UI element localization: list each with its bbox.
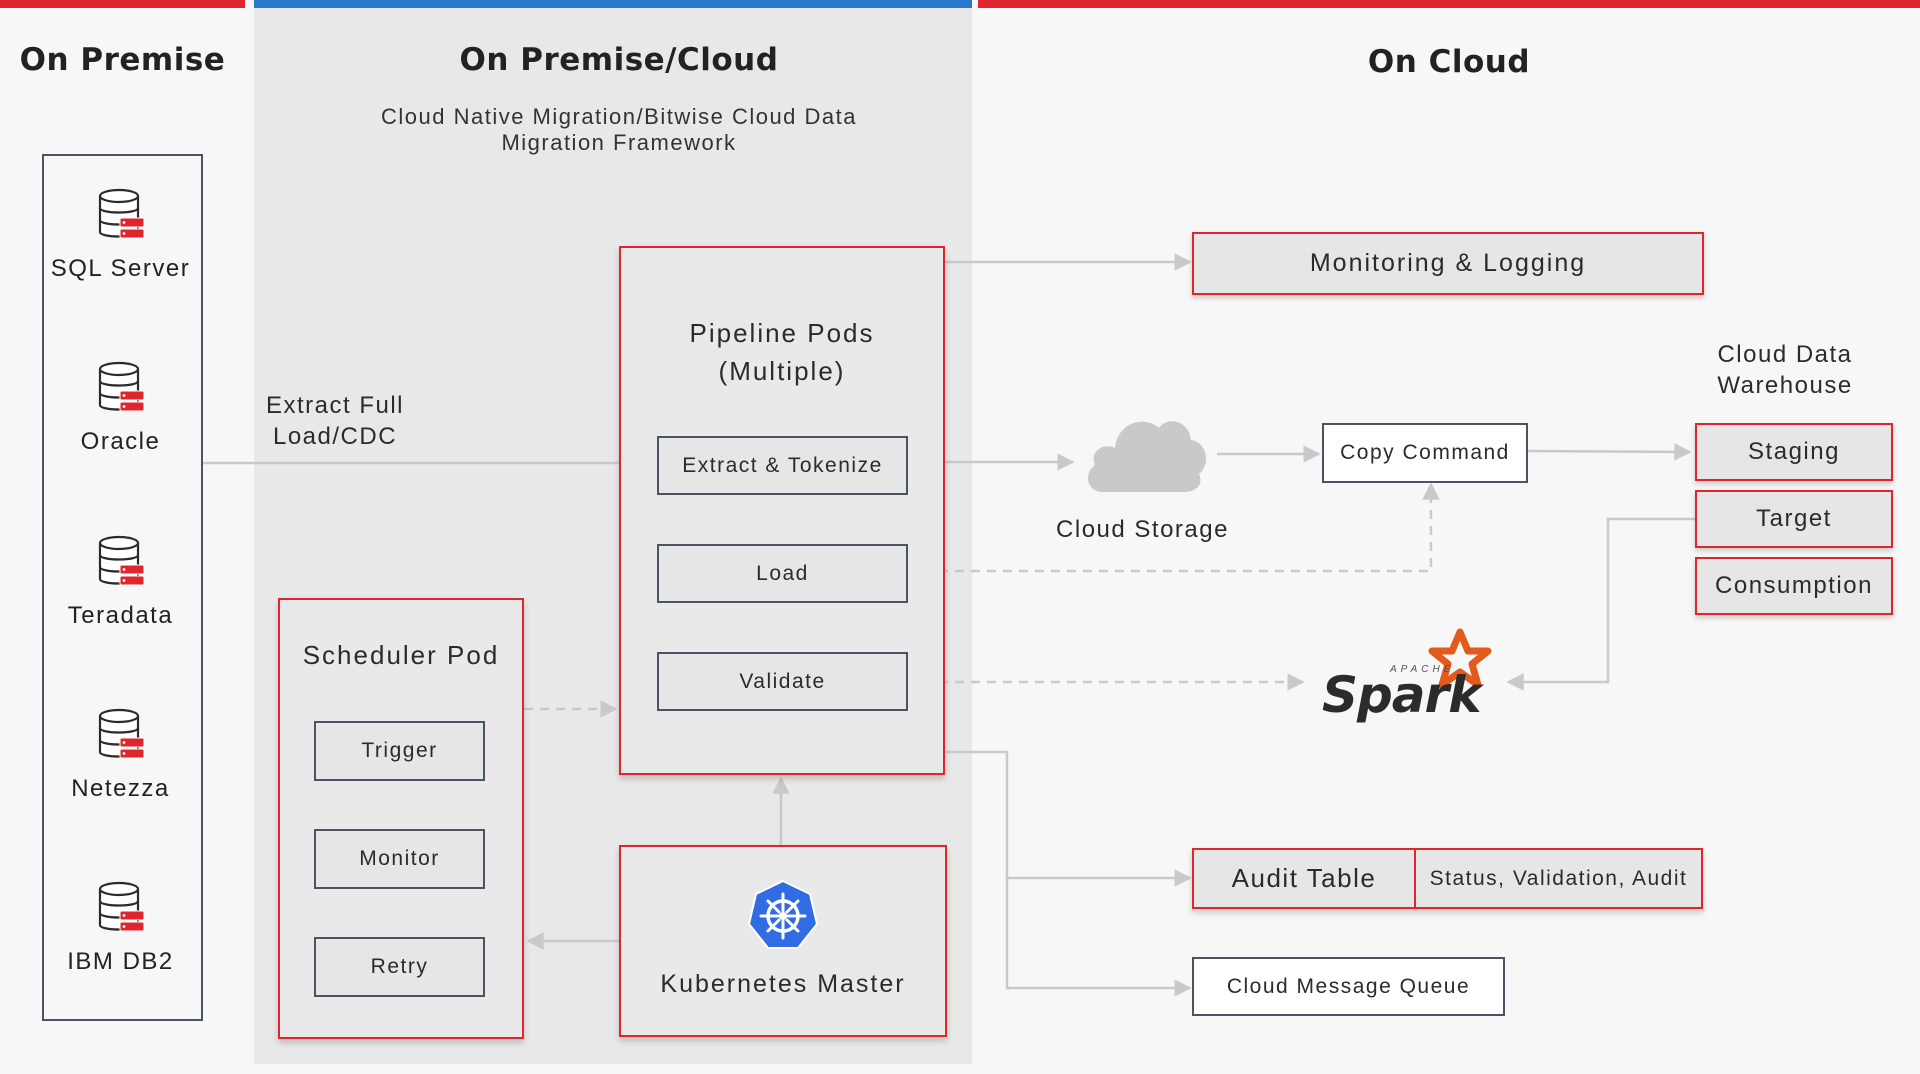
database-icon [98, 535, 144, 586]
audit-table-title: Audit Table [1231, 863, 1377, 893]
section-title-on-premise: On Premise [19, 42, 226, 78]
source-database-column [42, 154, 203, 1021]
scheduler-pod-title: Scheduler Pod [302, 640, 500, 670]
retry-step[interactable]: Retry [314, 937, 485, 997]
database-label: SQL Server [50, 255, 191, 282]
spark-star-icon [1428, 628, 1492, 689]
database-icon [98, 361, 144, 412]
arrow-audit [945, 750, 1192, 887]
database-item[interactable]: SQL Server [44, 188, 197, 283]
audit-table-box[interactable]: Audit Table Status, Validation, Audit [1192, 848, 1703, 909]
monitor-step[interactable]: Monitor [314, 829, 485, 889]
hybrid-subtitle-line2: Migration Framework [501, 130, 737, 155]
cloud-storage-label: Cloud Storage [1056, 516, 1229, 543]
cloud-storage-icon [1088, 421, 1206, 492]
consumption-layer[interactable]: Consumption [1695, 557, 1893, 615]
spark-logo: APACHE Spark [1318, 628, 1498, 728]
kubernetes-master-box[interactable]: Kubernetes Master [619, 845, 947, 1037]
kubernetes-master-title: Kubernetes Master [660, 970, 906, 998]
top-bar-on-premise [0, 0, 245, 8]
staging-layer[interactable]: Staging [1695, 423, 1893, 481]
cloud-message-queue-box[interactable]: Cloud Message Queue [1192, 957, 1505, 1016]
copy-command-box[interactable]: Copy Command [1322, 423, 1528, 483]
section-title-hybrid: On Premise/Cloud [459, 42, 779, 78]
arrow-load-dashed [907, 482, 1440, 573]
kubernetes-icon [747, 879, 819, 949]
top-bar-hybrid [254, 0, 972, 8]
section-title-cloud: On Cloud [1367, 44, 1531, 80]
database-icon [98, 708, 144, 759]
hybrid-subtitle-line1: Cloud Native Migration/Bitwise Cloud Dat… [380, 104, 858, 129]
pipeline-pods-title: Pipeline Pods (Multiple) [621, 314, 943, 390]
warehouse-title-line1: Cloud Data [1717, 341, 1853, 368]
arrow-target-spark [1506, 517, 1695, 691]
database-label: Oracle [80, 428, 161, 455]
database-icon [98, 188, 144, 239]
warehouse-title: Cloud Data Warehouse [1690, 339, 1880, 401]
database-label: IBM DB2 [67, 948, 174, 975]
extract-tokenize-step[interactable]: Extract & Tokenize [657, 436, 908, 495]
target-layer[interactable]: Target [1695, 490, 1893, 548]
top-bar-cloud [978, 0, 1920, 8]
extract-label: Extract Full Load/CDC [255, 390, 415, 452]
arrow-staging [1527, 443, 1692, 461]
hybrid-subtitle: Cloud Native Migration/Bitwise Cloud Dat… [254, 104, 984, 156]
database-item[interactable]: Oracle [44, 361, 197, 456]
arrow-queue [1005, 878, 1192, 997]
load-step[interactable]: Load [657, 544, 908, 603]
trigger-step[interactable]: Trigger [314, 721, 485, 781]
validate-step[interactable]: Validate [657, 652, 908, 711]
database-item[interactable]: Netezza [44, 708, 197, 803]
database-label: Netezza [71, 775, 170, 802]
spark-big-label: Spark [1322, 666, 1481, 724]
database-item[interactable]: Teradata [44, 535, 197, 630]
audit-table-detail: Status, Validation, Audit [1429, 866, 1688, 890]
database-icon [98, 881, 144, 932]
warehouse-title-line2: Warehouse [1717, 372, 1853, 399]
extract-label-line2: Load/CDC [272, 423, 398, 450]
pipeline-title-line2: (Multiple) [718, 356, 846, 386]
extract-label-line1: Extract Full [265, 392, 405, 419]
spark-small-label: APACHE [1390, 664, 1455, 675]
monitoring-logging-box[interactable]: Monitoring & Logging [1192, 232, 1704, 295]
pipeline-title-line1: Pipeline Pods [689, 318, 875, 348]
database-item[interactable]: IBM DB2 [44, 881, 197, 976]
database-label: Teradata [67, 602, 174, 629]
audit-divider [1414, 850, 1416, 907]
